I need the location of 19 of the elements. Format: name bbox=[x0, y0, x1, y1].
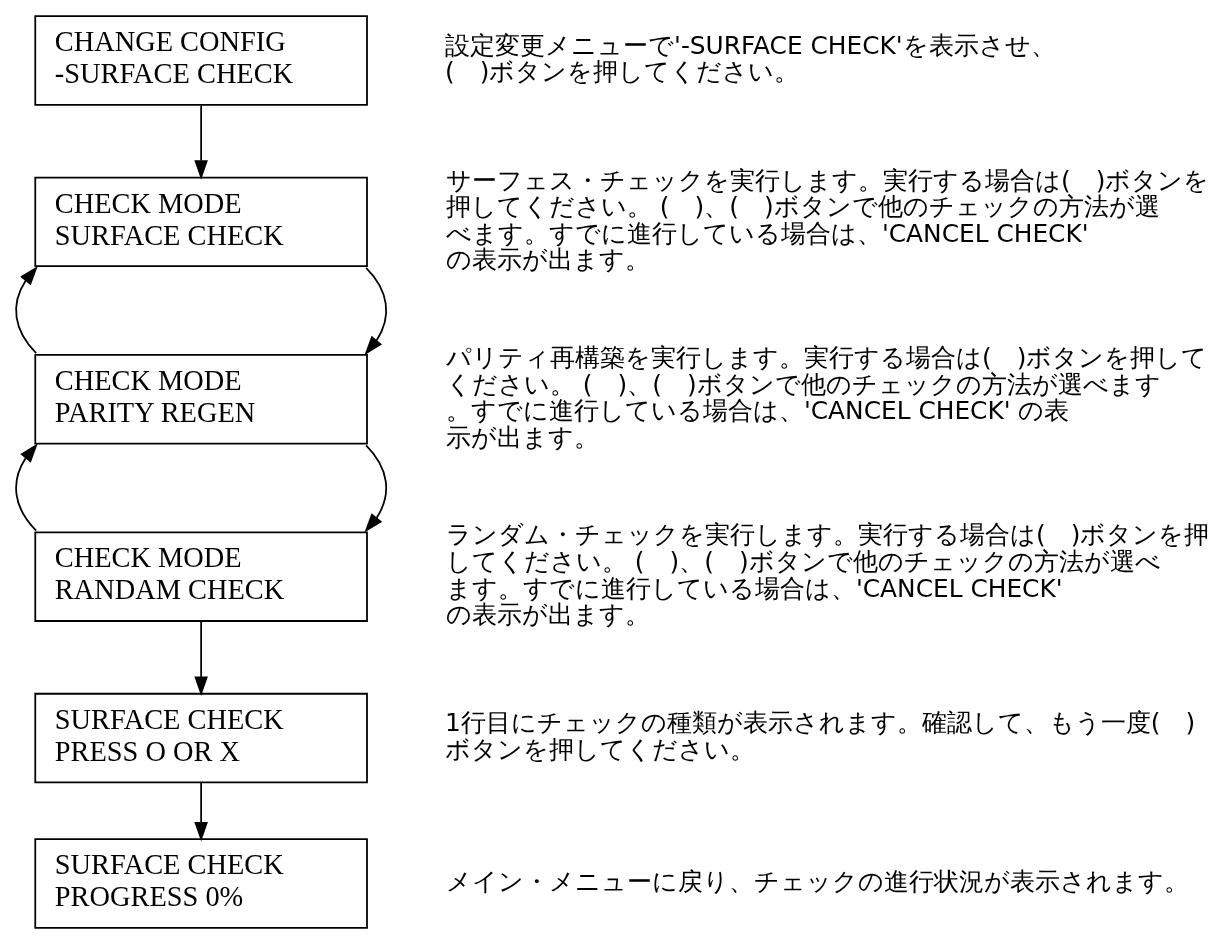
node-box: CHECK MODE SURFACE CHECK bbox=[34, 176, 368, 268]
arrow bbox=[194, 781, 208, 842]
node-box: CHECK MODE PARITY REGEN bbox=[34, 354, 368, 445]
arrow bbox=[194, 104, 208, 180]
arrow bbox=[15, 265, 38, 355]
node-label: 1行目にチェックの種類が表示されます。確認して、もう一度( )ボタンを押してください。 bbox=[445, 708, 1196, 764]
node-box: CHECK MODE RANDAM CHECK bbox=[34, 531, 368, 622]
node-label: サーフェス・チェックを実行します。実行する場合は( )ボタンを押してください。 ( )、( )ボタンで他のチェックの方法が選べます。すでに進行している場合は、'CANCEL CHECK' の表示が出ます。 bbox=[445, 165, 1210, 275]
node-label: パリティ再構築を実行します。実行する場合は( )ボタンを押してください。 ( )、( )ボタンで他のチェックの方法が選べます。すでに進行している場合は、'CANCEL CHECK' の表示が出ます。 bbox=[445, 342, 1208, 452]
node-box: CHANGE CONFIG -SURFACE CHECK bbox=[34, 15, 368, 106]
node-label: 設定変更メニューで'-SURFACE CHECK'を表示させ、( )ボタンを押してください。 bbox=[445, 30, 1056, 87]
node-box: SURFACE CHECK PROGRESS 0% bbox=[34, 838, 368, 929]
node-box: SURFACE CHECK PRESS O OR X bbox=[34, 692, 368, 784]
arrow bbox=[364, 444, 388, 533]
arrow bbox=[364, 267, 388, 356]
arrow bbox=[15, 443, 38, 532]
node-label: ランダム・チェックを実行します。実行する場合は( )ボタンを押してください。 ( )、( )ボタンで他のチェックの方法が選べます。すでに進行している場合は、'CANCEL CHECK' の表示が出ます。 bbox=[445, 520, 1210, 630]
arrow bbox=[194, 620, 208, 696]
node-label: メイン・メニューに戻り、チェックの進行状況が表示されます。 bbox=[445, 867, 1189, 897]
